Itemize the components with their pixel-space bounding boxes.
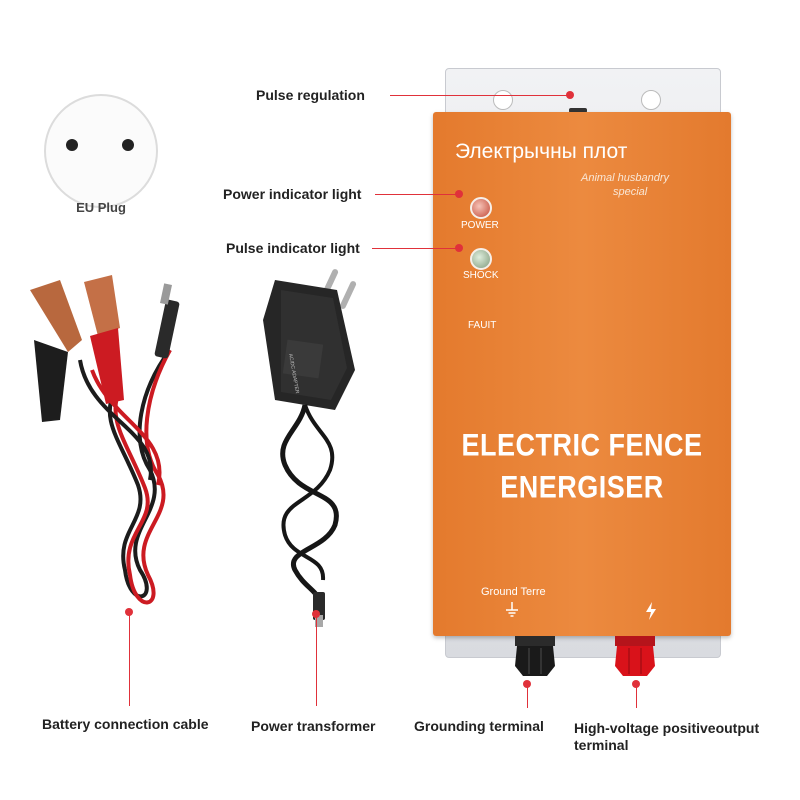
leader-dot-pulse-regulation: [566, 91, 574, 99]
leader-dot-grounding-terminal: [523, 680, 531, 688]
leader-dot-power-transformer: [312, 610, 320, 618]
brand-text: Электрычны плот: [455, 140, 628, 163]
subtitle-line1: Animal husbandry: [581, 172, 670, 184]
leader-hv-terminal: [636, 684, 637, 708]
device-title-line1: ELECTRIC FENCE: [461, 427, 703, 463]
leader-dot-battery-cable: [125, 608, 133, 616]
energiser-device: Электрычны плот Animal husbandry special…: [433, 68, 731, 676]
device-title-line2: ENERGISER: [500, 469, 664, 505]
callout-battery-cable: Battery connection cable: [42, 716, 209, 732]
mounting-hole-left: [493, 90, 513, 110]
pulse-regulation-knob[interactable]: [569, 108, 587, 113]
leader-dot-pulse-indicator: [455, 244, 463, 252]
callout-hv-terminal-line2: terminal: [574, 737, 629, 753]
eu-plug-label: EU Plug: [76, 200, 126, 215]
shock-label: SHOCK: [463, 270, 499, 281]
callout-power-indicator: Power indicator light: [223, 186, 362, 202]
callout-pulse-regulation: Pulse regulation: [256, 87, 365, 103]
eu-plug-graphic: [44, 94, 158, 208]
callout-hv-terminal-line1: High-voltage positiveoutput: [574, 720, 760, 736]
leader-grounding-terminal: [527, 684, 528, 708]
battery-cable-image: [30, 275, 180, 605]
high-voltage-terminal[interactable]: [613, 636, 657, 678]
callout-power-transformer: Power transformer: [251, 718, 376, 734]
leader-dot-hv-terminal: [632, 680, 640, 688]
black-clip: [30, 280, 82, 422]
lightning-icon: [645, 602, 657, 620]
leader-power-indicator: [375, 194, 459, 195]
fault-label: FAUIT: [468, 320, 497, 331]
ground-label: Ground Terre: [481, 586, 546, 598]
mounting-hole-right: [641, 90, 661, 110]
grounding-terminal[interactable]: [513, 636, 557, 678]
leader-battery-cable: [129, 612, 130, 706]
power-indicator-light: [470, 197, 492, 219]
leader-pulse-indicator: [372, 248, 458, 249]
red-clip: [84, 275, 124, 404]
subtitle-line2: special: [613, 186, 648, 198]
power-adapter-image: AC/DC ADAPTER: [263, 269, 357, 627]
orange-front-panel: Электрычны плот Animal husbandry special…: [433, 112, 731, 636]
leader-dot-power-indicator: [455, 190, 463, 198]
eu-plug: EU Plug: [42, 92, 160, 215]
ground-symbol-icon: [505, 602, 519, 618]
leader-pulse-regulation: [390, 95, 570, 96]
callout-grounding-terminal: Grounding terminal: [414, 718, 544, 734]
leader-power-transformer: [316, 614, 317, 706]
callout-pulse-indicator: Pulse indicator light: [226, 240, 360, 256]
power-label: POWER: [461, 220, 499, 231]
shock-indicator-light: [470, 248, 492, 270]
